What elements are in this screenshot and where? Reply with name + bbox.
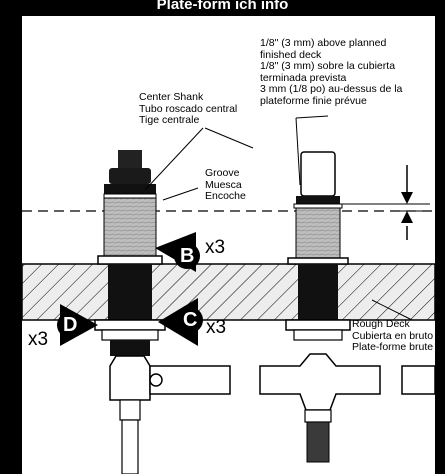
rough-deck [21,263,436,321]
center-shank-label: Center Shank Tubo roscado central Tige c… [139,91,238,127]
center-shank-pointer [144,127,204,191]
deck-note-leader-top [295,115,329,119]
above-deck-note: 1/8" (3 mm) above planned finished deck … [260,37,403,107]
center-shank-es: Tubo roscado central [139,102,238,115]
callout-b-badge [174,243,200,269]
above-deck-es-2: terminada prevista [260,71,347,84]
deck-note-leader [295,117,301,186]
rough-deck-label: Rough Deck Cubierta en bruto Plate-forme… [352,318,434,354]
groove-leader [162,187,199,201]
above-deck-fr-1: 3 mm (1/8 po) au-dessus de la [260,83,403,95]
callout-d-letter: D [63,314,78,336]
center-shank-fr: Tige centrale [139,114,200,126]
groove-label: Groove Muesca Encoche [205,167,246,203]
above-deck-en-1: 1/8" (3 mm) above planned [260,37,387,49]
rough-deck-en: Rough Deck [352,318,410,330]
above-deck-fr-2: plateforme finie prévue [260,94,367,107]
above-deck-es-1: 1/8" (3 mm) sobre la cubierta [260,60,396,72]
callout-d-multiplier: x3 [28,329,49,350]
callout-c-letter: C [183,309,198,331]
header-title: Plate-form ich info [156,0,289,13]
callout-b-multiplier: x3 [205,237,226,258]
callout-b-letter: B [180,245,195,267]
callout-c-badge [177,307,203,333]
rough-deck-leader [371,299,413,321]
center-shank-en: Center Shank [139,91,204,103]
callout-c-multiplier: x3 [206,317,227,338]
right-valve-assembly [259,151,436,463]
groove-en: Groove [205,167,240,179]
left-valve-assembly [94,150,231,474]
header-bar: Plate-form ich info [0,0,445,16]
above-deck-en-2: finished deck [260,48,322,61]
rough-deck-es: Cubierta en bruto [352,329,434,342]
groove-fr: Encoche [205,190,246,202]
callout-d-badge [57,312,83,338]
rough-deck-fr: Plate-forme brute [352,341,434,353]
center-shank-leader [204,127,254,149]
groove-es: Muesca [205,178,242,191]
